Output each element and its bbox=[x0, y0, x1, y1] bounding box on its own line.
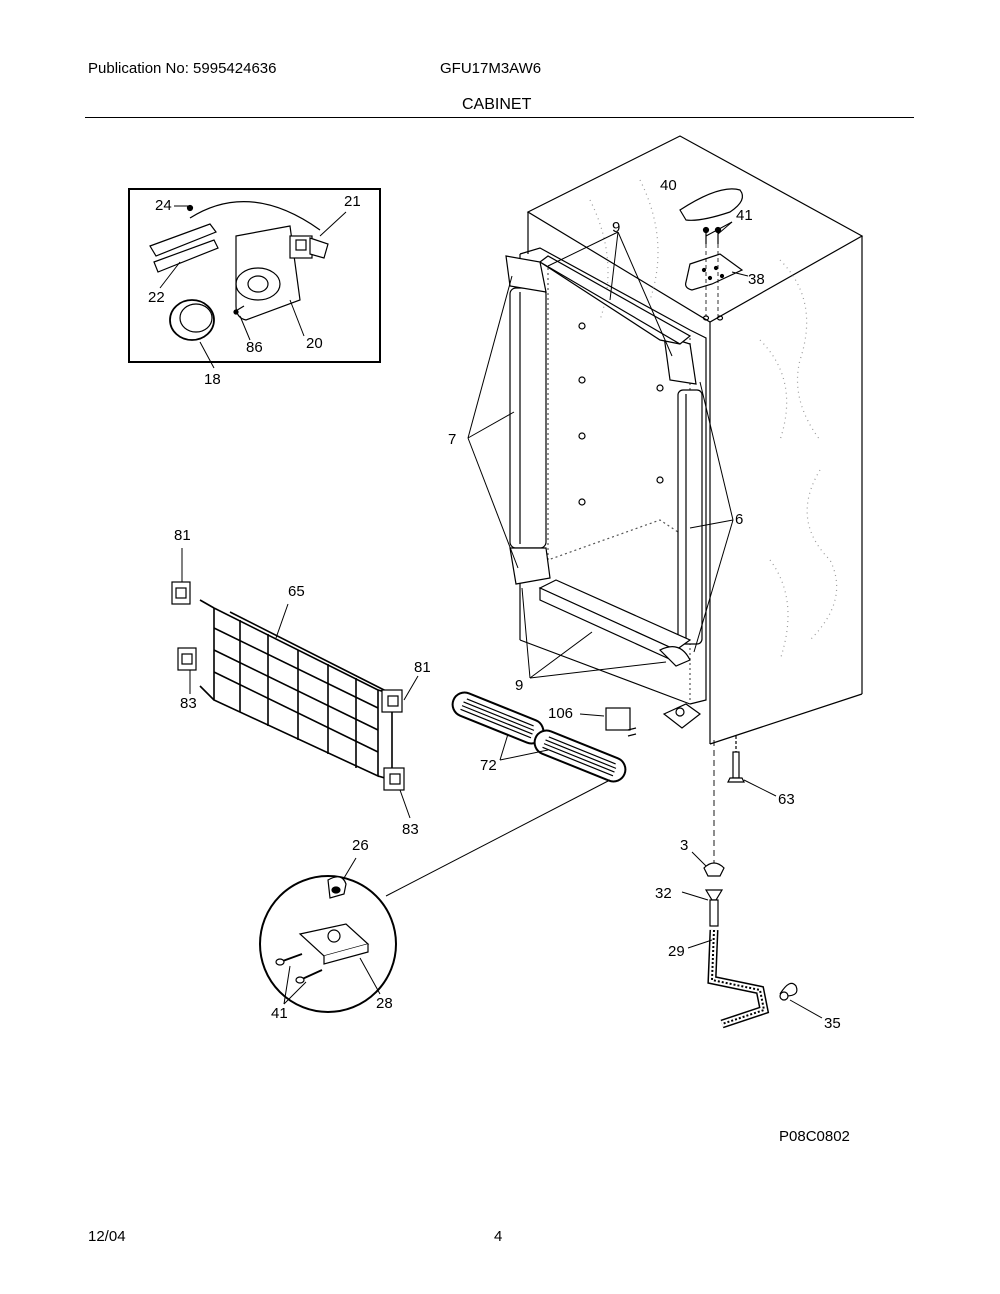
callout-20: 20 bbox=[306, 335, 323, 352]
header-rule bbox=[85, 117, 914, 118]
top-hinge-assembly bbox=[679, 188, 749, 321]
inset-leaders bbox=[159, 205, 347, 369]
callout-72: 72 bbox=[480, 757, 497, 774]
inset-parts bbox=[149, 201, 329, 341]
callout-3: 3 bbox=[680, 837, 688, 854]
callout-29: 29 bbox=[668, 943, 685, 960]
callout-41-detail: 41 bbox=[271, 1005, 288, 1022]
callout-38: 38 bbox=[748, 271, 765, 288]
cabinet-leaders bbox=[467, 231, 734, 679]
page-number: 4 bbox=[494, 1228, 503, 1245]
callout-21: 21 bbox=[344, 193, 361, 210]
callout-26: 26 bbox=[352, 837, 369, 854]
breaker-strip-right bbox=[663, 335, 703, 645]
callout-7: 7 bbox=[448, 431, 456, 448]
breaker-strip-bottom bbox=[538, 579, 692, 667]
kickplate-grilles bbox=[385, 691, 627, 897]
callout-81-right: 81 bbox=[414, 659, 431, 676]
breaker-strip-top bbox=[538, 255, 692, 345]
callout-41: 41 bbox=[736, 207, 753, 224]
callout-35: 35 bbox=[824, 1015, 841, 1032]
basket-brackets bbox=[171, 548, 419, 819]
callout-6: 6 bbox=[735, 511, 743, 528]
callout-65: 65 bbox=[288, 583, 305, 600]
callout-63: 63 bbox=[778, 791, 795, 808]
callout-40: 40 bbox=[660, 177, 677, 194]
wire-basket bbox=[199, 599, 393, 781]
callout-labels: 40 41 38 9 7 6 9 106 72 63 3 32 29 35 81… bbox=[148, 177, 841, 1032]
cabinet-dot-pattern bbox=[589, 179, 838, 661]
callout-9-bottom: 9 bbox=[515, 677, 523, 694]
figure-code: P08C0802 bbox=[779, 1128, 850, 1145]
leveling-leg bbox=[727, 736, 777, 797]
callout-32: 32 bbox=[655, 885, 672, 902]
light-switch-inset bbox=[128, 188, 381, 369]
callout-9-top: 9 bbox=[612, 219, 620, 236]
section-title: CABINET bbox=[462, 96, 532, 113]
footer-date: 12/04 bbox=[88, 1228, 126, 1245]
callout-28: 28 bbox=[376, 995, 393, 1012]
callout-24: 24 bbox=[155, 197, 172, 214]
hinge-detail-circle bbox=[259, 857, 397, 1013]
callout-83-left: 83 bbox=[180, 695, 197, 712]
callout-106: 106 bbox=[548, 705, 573, 722]
model-number: GFU17M3AW6 bbox=[440, 60, 542, 77]
callout-22: 22 bbox=[148, 289, 165, 306]
cabinet-body bbox=[519, 135, 864, 745]
bottom-hinge-assembly bbox=[579, 703, 702, 737]
callout-86: 86 bbox=[246, 339, 263, 356]
callout-81-top: 81 bbox=[174, 527, 191, 544]
publication-number: Publication No: 5995424636 bbox=[88, 60, 277, 77]
callout-83-right: 83 bbox=[402, 821, 419, 838]
breaker-strip-left bbox=[505, 255, 551, 585]
drain-assembly bbox=[681, 740, 823, 1029]
callout-18: 18 bbox=[204, 371, 221, 388]
